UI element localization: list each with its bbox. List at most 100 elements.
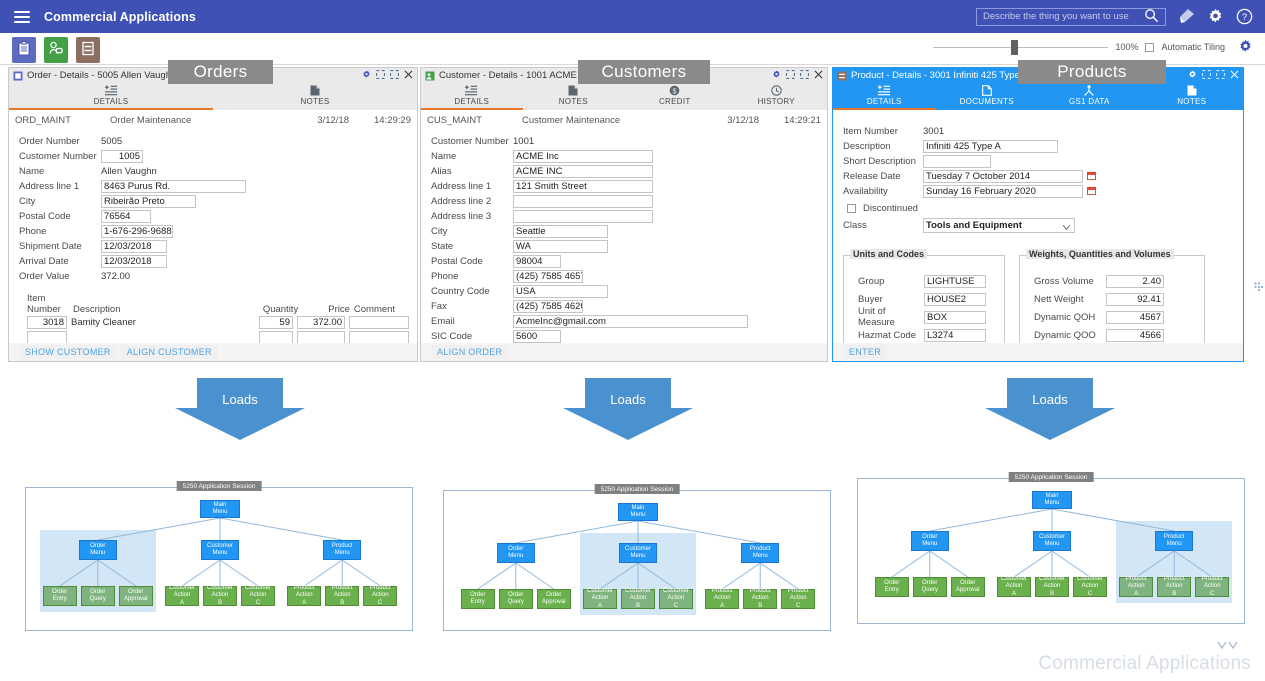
gear-icon[interactable] — [1238, 39, 1255, 56]
search-icon[interactable] — [1144, 8, 1161, 25]
group-field-input[interactable]: HOUSE2 — [924, 292, 986, 306]
field-input[interactable]: ACME Inc — [513, 150, 653, 163]
calendar-icon[interactable] — [1087, 186, 1096, 198]
tab-credit[interactable]: $ CREDIT — [624, 83, 726, 110]
customer-details-window[interactable]: Customer - Details - 1001 ACME Inc DETAI… — [420, 67, 828, 362]
tab-gs1-data[interactable]: GS1 DATA — [1038, 83, 1141, 110]
calendar-icon[interactable] — [1087, 171, 1096, 183]
item-cell-input[interactable] — [349, 316, 409, 329]
field-input[interactable]: 8463 Purus Rd. — [101, 180, 246, 193]
enter-button[interactable]: ENTER — [843, 345, 888, 359]
restore-icon[interactable] — [1201, 69, 1212, 82]
field-input[interactable] — [513, 210, 653, 223]
class-select[interactable]: Tools and Equipment — [923, 217, 1075, 233]
field-input[interactable]: (425) 7585 4620 — [513, 300, 583, 313]
field-input[interactable]: 98004 — [513, 255, 561, 268]
tab-documents[interactable]: DOCUMENTS — [936, 83, 1039, 110]
field-input[interactable]: (425) 7585 4657 — [513, 270, 583, 283]
order-details-window[interactable]: Order - Details - 5005 Allen Vaughn DETA… — [8, 67, 418, 362]
customers-app-launcher[interactable] — [44, 37, 68, 63]
maximize-icon[interactable] — [799, 69, 810, 82]
field-input[interactable]: 121 Smith Street — [513, 180, 653, 193]
gear-icon[interactable] — [772, 69, 781, 82]
restore-icon[interactable] — [785, 69, 796, 82]
zoom-slider[interactable] — [933, 38, 1109, 56]
maximize-icon[interactable] — [389, 69, 400, 82]
orders-app-launcher[interactable] — [12, 37, 36, 63]
zoom-slider-thumb[interactable] — [1011, 40, 1019, 55]
field-input[interactable]: AcmeInc@gmail.com — [513, 315, 748, 328]
settings-icon[interactable] — [1207, 8, 1224, 25]
field-input[interactable]: Ribeirão Preto — [101, 195, 196, 208]
field-input[interactable]: Seattle — [513, 225, 608, 238]
field-input[interactable]: USA — [513, 285, 608, 298]
search-input[interactable] — [981, 10, 1144, 23]
item-cell-input[interactable]: 3018 — [27, 316, 67, 329]
products-app-launcher[interactable] — [76, 37, 100, 63]
discontinued-checkbox[interactable] — [847, 204, 856, 213]
field-input[interactable]: Infiniti 425 Type A — [923, 140, 1058, 153]
maximize-icon[interactable] — [1215, 69, 1226, 82]
tab-details[interactable]: DETAILS — [9, 83, 213, 110]
collapse-icon[interactable] — [1217, 641, 1239, 653]
gear-icon[interactable] — [362, 69, 371, 82]
group-field-input[interactable]: 92.41 — [1106, 292, 1164, 306]
group-field-input[interactable]: 4567 — [1106, 310, 1164, 324]
close-icon[interactable] — [1230, 70, 1239, 82]
tab-notes[interactable]: NOTES — [213, 83, 417, 110]
close-icon[interactable] — [814, 70, 823, 82]
field-input[interactable]: WA — [513, 240, 608, 253]
field-input[interactable]: 12/03/2018 — [101, 240, 167, 253]
field-input[interactable]: 1-676-296-9688 — [101, 225, 173, 238]
field-input[interactable]: 5600 — [513, 330, 561, 343]
field-input[interactable]: Sunday 16 February 2020 — [923, 185, 1083, 198]
field-input[interactable]: 1005 — [101, 150, 143, 163]
help-icon[interactable]: ? — [1236, 8, 1253, 25]
restore-icon[interactable] — [375, 69, 386, 82]
hamburger-icon[interactable] — [14, 10, 30, 23]
group-field-input[interactable]: 4566 — [1106, 328, 1164, 342]
field-input[interactable]: ACME INC — [513, 165, 653, 178]
field-input[interactable]: Tuesday 7 October 2014 — [923, 170, 1083, 183]
show-customer-button[interactable]: SHOW CUSTOMER — [19, 345, 117, 359]
field-input[interactable] — [513, 195, 653, 208]
tab-notes[interactable]: NOTES — [1141, 83, 1244, 110]
align-customer-button[interactable]: ALIGN CUSTOMER — [120, 345, 218, 359]
group-field-input[interactable]: 2.40 — [1106, 274, 1164, 288]
tab-notes[interactable]: NOTES — [523, 83, 625, 110]
field-input[interactable] — [923, 155, 991, 168]
item-cell-input[interactable]: 59 — [259, 316, 293, 329]
resize-handle[interactable] — [1254, 282, 1264, 292]
tab-history[interactable]: HISTORY — [726, 83, 828, 110]
